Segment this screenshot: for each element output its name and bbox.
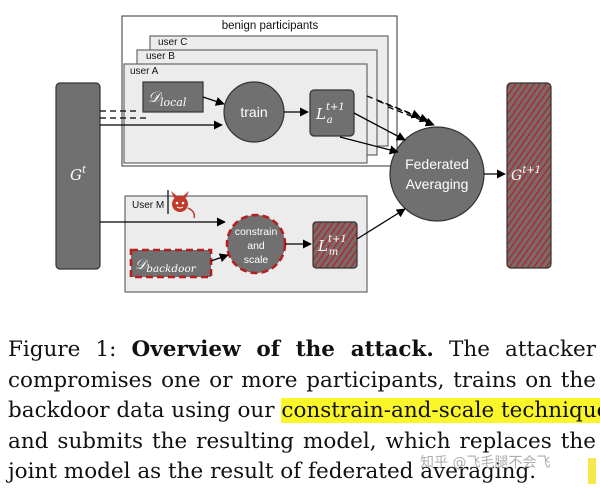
federated-averaging-line1: Federated — [405, 156, 469, 172]
benign-participants-label: benign participants — [222, 20, 319, 32]
caption-line-5: joint model as the result of federated a… — [8, 459, 537, 484]
backdoor-data-box — [129, 248, 213, 279]
global-model-box — [55, 82, 101, 270]
caption-line-1: Figure 1: Overview of the attack. The at… — [8, 335, 596, 366]
local-data-box — [142, 81, 204, 113]
scale-label: scale — [244, 254, 269, 266]
figure-caption: Figure 1: Overview of the attack. The at… — [8, 335, 600, 488]
caption-figure-number: Figure 1: — [8, 337, 117, 362]
and-label: and — [247, 240, 265, 252]
caption-line-4: and submits the resulting model, which r… — [8, 428, 596, 454]
federated-averaging-line2: Averaging — [406, 176, 469, 192]
constrain-label: constrain — [235, 226, 278, 238]
flow-arrows — [100, 95, 506, 263]
malicious-update-box — [312, 221, 358, 269]
caption-line-2: compromises one or more participants, tr… — [8, 367, 596, 393]
user-c-label: user C — [158, 37, 187, 48]
user-m-label: User M — [132, 200, 164, 211]
caption-highlighted-technique: constrain-and-scale technique — [281, 398, 600, 423]
next-global-model-box — [506, 82, 552, 269]
local-data-label: 𝒟local — [148, 88, 187, 109]
user-a-label: user A — [130, 66, 159, 77]
caption-line-3: backdoor data using our constrain-and-sc… — [8, 396, 600, 427]
caption-line-3-start: backdoor data using our — [8, 398, 275, 423]
caption-line-1-rest: The attacker — [449, 337, 597, 362]
user-b-label: user B — [146, 51, 175, 62]
global-model-label: Gt — [70, 165, 87, 184]
devil-icon — [167, 190, 196, 219]
caption-title: Overview of the attack. — [131, 337, 434, 362]
backdoor-data-label: 𝒟backdoor — [135, 257, 197, 275]
watermark: 知乎 @飞毛腿不会飞 — [420, 455, 551, 471]
attack-overview-figure: benign participants user C user B user A… — [55, 15, 552, 293]
train-label: train — [240, 104, 267, 120]
highlight-cursor-bar — [588, 458, 596, 484]
federated-averaging-node — [389, 126, 485, 222]
next-global-model-label: Gt+1 — [511, 165, 541, 184]
